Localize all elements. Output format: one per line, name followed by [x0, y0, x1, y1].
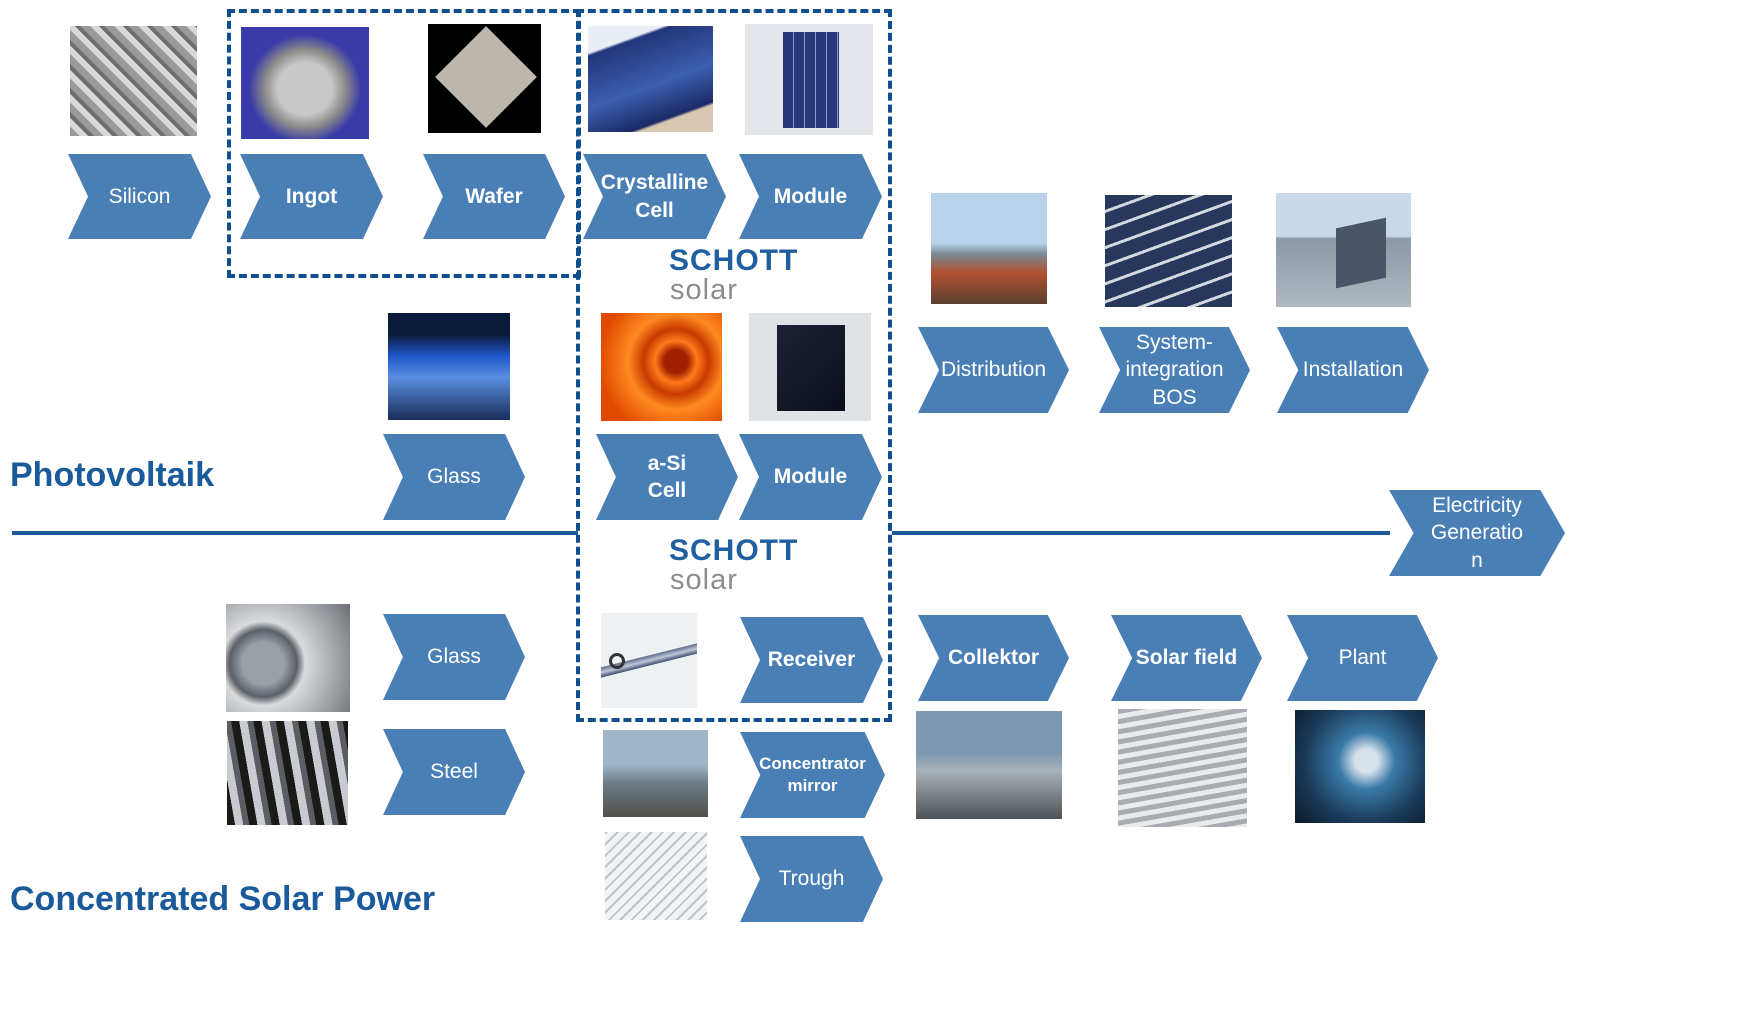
chevron-concentrator-mirror: Concentrator mirror [740, 732, 885, 818]
chevron-solar-field: Solar field [1111, 615, 1262, 701]
chevron-module-asi: Module [739, 434, 882, 520]
module-photo [745, 24, 873, 135]
receiver-tube-photo [601, 613, 697, 708]
chevron-plant: Plant [1287, 615, 1438, 701]
trough-structure-photo [605, 832, 707, 920]
chevron-silicon: Silicon [68, 154, 211, 239]
solar-field-photo [1118, 709, 1247, 827]
chevron-distribution: Distribution [918, 327, 1069, 413]
chevron-asi-cell: a-Si Cell [596, 434, 738, 520]
csp-heading: Concentrated Solar Power [10, 880, 436, 918]
crystalline-cell-photo [588, 26, 713, 132]
chevron-module-crystalline: Module [739, 154, 882, 239]
chevron-receiver: Receiver [740, 617, 883, 703]
steel-pipes-photo [227, 721, 348, 825]
chevron-installation: Installation [1277, 327, 1429, 413]
glass-factory-photo [388, 313, 510, 420]
chevron-system-integration: System- integration BOS [1099, 327, 1250, 413]
divider-line-left [12, 531, 578, 535]
wafer-photo [428, 24, 541, 133]
chevron-wafer: Wafer [423, 154, 565, 239]
collektor-photo [916, 711, 1062, 819]
chevron-glass-csp: Glass [383, 614, 525, 700]
chevron-steel: Steel [383, 729, 525, 815]
schott-solar-logo-upper: SCHOTT solar [669, 246, 798, 305]
ingot-photo [241, 27, 369, 139]
chevron-trough: Trough [740, 836, 883, 922]
chevron-glass-pv: Glass [383, 434, 525, 520]
schott-logo-sub: solar [670, 274, 738, 306]
installation-photo [1276, 193, 1411, 307]
chevron-collektor: Collektor [918, 615, 1069, 701]
csp-glass-tube-photo [226, 604, 350, 712]
asi-cell-photo [601, 313, 722, 421]
silicon-photo [70, 26, 197, 136]
asi-module-photo [749, 313, 871, 421]
chevron-electricity-generation: Electricity Generatio n [1389, 490, 1565, 576]
system-integration-photo [1105, 195, 1232, 307]
distribution-photo [931, 193, 1047, 304]
plant-turbine-photo [1295, 710, 1425, 823]
schott-logo-sub: solar [670, 564, 738, 596]
schott-logo-brand: SCHOTT [669, 534, 799, 567]
divider-line-right [892, 531, 1390, 535]
schott-scope-dashed-border [576, 9, 892, 722]
concentrator-mirror-photo [603, 730, 708, 817]
chevron-ingot: Ingot [240, 154, 383, 239]
chevron-crystalline-cell: Crystalline Cell [583, 154, 726, 239]
photovoltaik-heading: Photovoltaik [10, 456, 215, 494]
schott-logo-brand: SCHOTT [669, 244, 799, 277]
schott-solar-logo-lower: SCHOTT solar [669, 536, 798, 595]
